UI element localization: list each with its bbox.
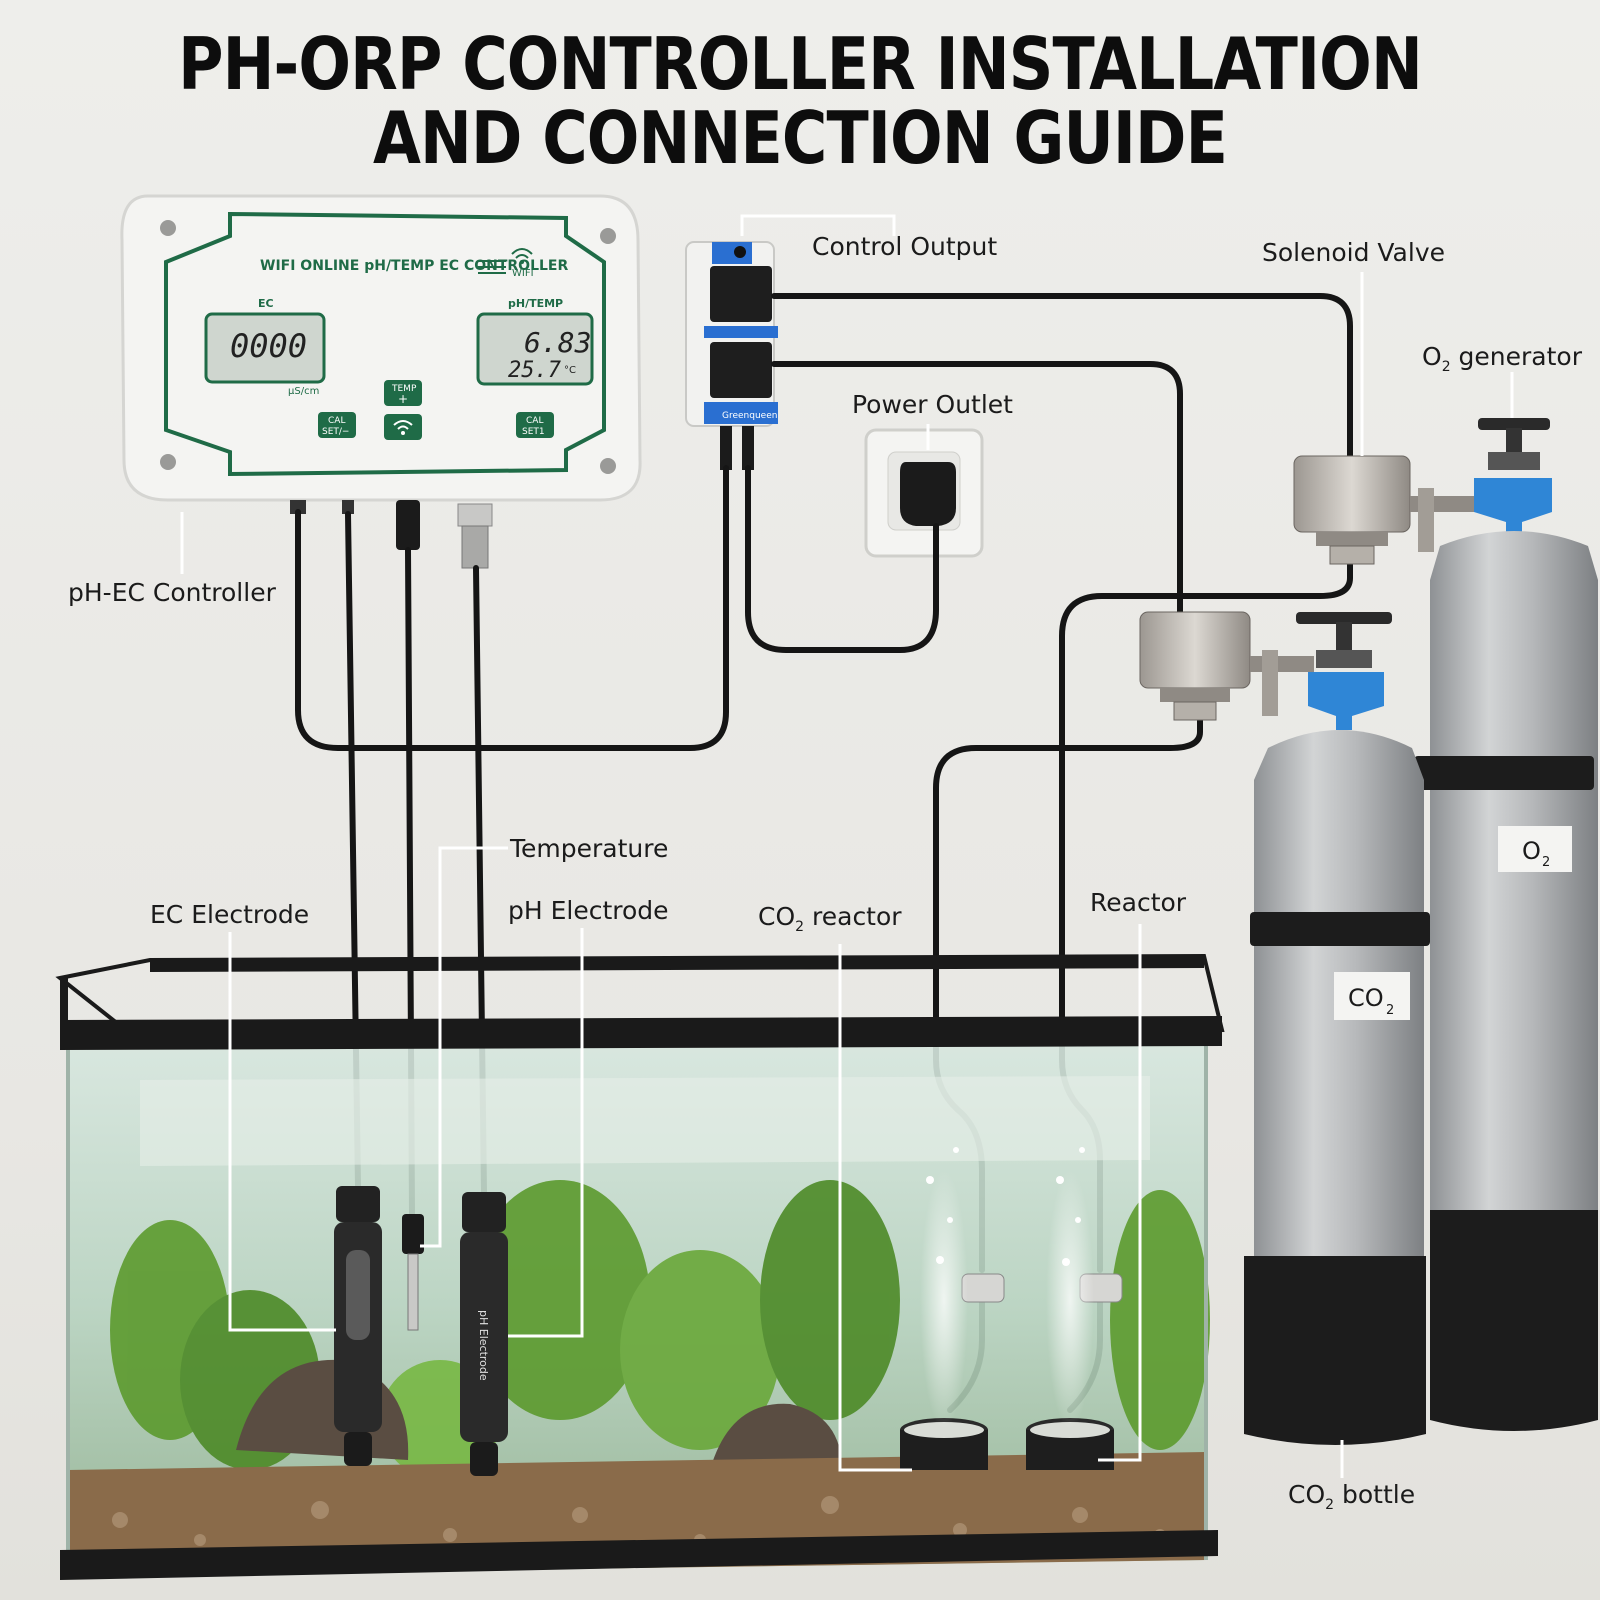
cal-set-minus-button[interactable]: CAL SET/− (318, 412, 356, 438)
label-temperature: Temperature (510, 834, 669, 863)
label-co2-bottle-sub: 2 (1325, 1497, 1335, 1513)
ph-reading: 6.83 (524, 326, 591, 359)
label-co2-reactor: CO2 reactor (758, 902, 902, 935)
cal-right-bottom: SET1 (522, 427, 545, 437)
label-power-outlet: Power Outlet (852, 390, 1013, 419)
ec-reading: 0000 (230, 327, 307, 365)
ec-unit: μS/cm (288, 386, 319, 397)
co2-cylinder: CO 2 (1244, 612, 1430, 1445)
label-ec-electrode: EC Electrode (150, 900, 310, 929)
controller-body (120, 194, 642, 502)
screw-icon (160, 454, 176, 470)
label-ph-ec-controller: pH-EC Controller (68, 578, 276, 607)
temp-unit: °C (564, 365, 576, 376)
cal-right-top: CAL (526, 416, 543, 426)
temp-reading: 25.7 (508, 358, 562, 383)
output-socket-2 (710, 342, 772, 398)
label-co2-bottle-rest: bottle (1334, 1480, 1416, 1509)
o2-tank-label: O (1522, 837, 1541, 865)
label-solenoid-valve: Solenoid Valve (1262, 238, 1445, 267)
temp-plus-button[interactable]: TEMP + (384, 380, 422, 406)
title-line-1: PH-ORP CONTROLLER INSTALLATION (178, 22, 1423, 106)
label-control-output: Control Output (812, 232, 998, 261)
screw-icon (160, 220, 176, 236)
title-line-2: AND CONNECTION GUIDE (372, 96, 1228, 180)
ec-label: EC (258, 297, 274, 310)
ph-electrode-print: pH Electrode (477, 1310, 490, 1381)
ph-electrode-probe: pH Electrode (460, 1192, 508, 1476)
ec-electrode (334, 1186, 382, 1466)
temperature-probe (402, 1214, 424, 1331)
ph-ec-controller: WIFI ONLINE pH/TEMP EC CONTROLLER WIFI E… (120, 194, 642, 569)
bubbles (920, 1147, 1094, 1430)
o2-tank-label-sub: 2 (1542, 855, 1550, 870)
leader-ec-electrode (228, 932, 336, 1332)
power-outlet (864, 428, 984, 558)
screw-icon (600, 458, 616, 474)
cal-left-bottom: SET/− (322, 427, 349, 437)
label-o2-generator-sub: 2 (1441, 359, 1451, 375)
control-output-jack (734, 246, 746, 258)
leader-co2-reactor (838, 944, 912, 1472)
temp-button-bottom: + (398, 392, 408, 406)
label-o2-generator-rest: generator (1450, 342, 1583, 371)
wifi-label: WIFI (512, 268, 534, 279)
connector-temp (396, 500, 420, 550)
label-co2-reactor-rest: reactor (804, 902, 902, 931)
callout-leaders (180, 214, 1514, 1478)
co2-tank-label-sub: 2 (1386, 1003, 1394, 1018)
leader-temperature (420, 846, 508, 1248)
ph-lcd (476, 312, 594, 386)
label-co2-reactor-sub: 2 (795, 919, 805, 935)
label-ph-electrode: pH Electrode (508, 896, 669, 925)
output-socket-1 (710, 266, 772, 322)
label-o2-generator-main: O (1422, 342, 1442, 371)
ec-lcd (204, 312, 326, 384)
solenoid-valve-1 (1293, 455, 1474, 565)
cal-set1-button[interactable]: CAL SET1 (516, 412, 554, 438)
wifi-button[interactable] (384, 414, 422, 440)
co2-tank-label: CO (1348, 984, 1384, 1012)
power-plug (900, 462, 956, 526)
leader-ph-electrode (508, 928, 584, 1338)
screw-icon (600, 228, 616, 244)
leader-control-output (740, 214, 896, 236)
connector-ec (342, 500, 354, 514)
ph-temp-label: pH/TEMP (508, 297, 563, 310)
wifi-icon (511, 248, 533, 264)
label-co2-reactor-main: CO (758, 902, 796, 931)
label-o2-generator: O2 generator (1422, 342, 1582, 375)
temp-button-top: TEMP (391, 384, 417, 394)
connector-power (290, 500, 306, 514)
solenoid-valve-2 (1139, 611, 1314, 721)
controller-trim (164, 211, 606, 477)
outlet-brand: Greenqueen (722, 411, 777, 421)
o2-cylinder: O 2 (1414, 418, 1598, 1431)
bnc-connector-ph (457, 503, 493, 527)
label-co2-bottle: CO2 bottle (1288, 1480, 1415, 1513)
leader-reactor (1098, 924, 1142, 1462)
control-output-box: Greenqueen (685, 241, 778, 470)
label-reactor: Reactor (1090, 888, 1187, 917)
cal-left-top: CAL (328, 416, 345, 426)
wifi-icon (393, 420, 413, 426)
label-co2-bottle-main: CO (1288, 1480, 1326, 1509)
